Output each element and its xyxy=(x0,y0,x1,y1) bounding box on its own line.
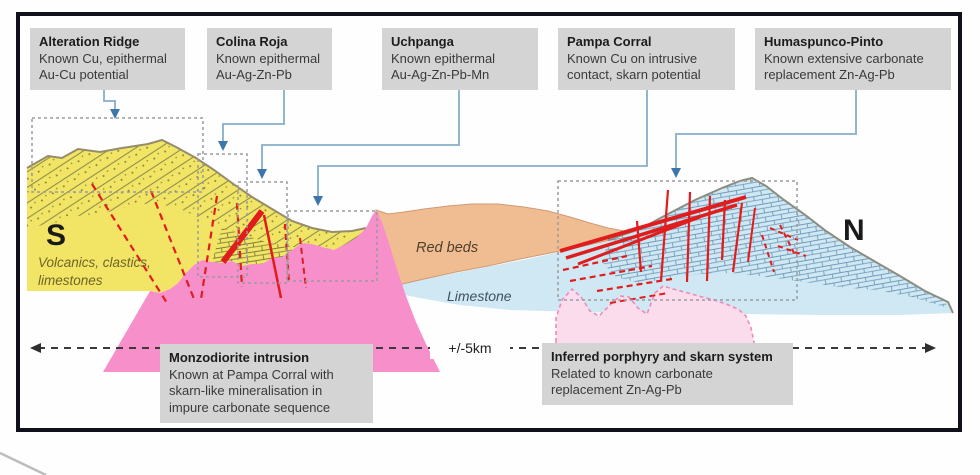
scale-arrow-right-icon xyxy=(925,343,936,353)
callout-line: Known epithermal xyxy=(391,50,496,66)
volcanics-hatch-texture xyxy=(27,140,366,252)
arrow-down-icon xyxy=(313,196,323,206)
callout-title: Pampa Corral xyxy=(567,34,652,49)
callout-line: replacement Zn-Ag-Pb xyxy=(551,382,682,398)
prospect-outline-colina-roja xyxy=(197,153,248,278)
label-north: N xyxy=(843,214,865,247)
south-ridge-surface xyxy=(26,138,367,234)
callout-line: Au-Ag-Zn-Pb-Mn xyxy=(391,67,490,83)
callout-inferred-system: Inferred porphyry and skarn system Relat… xyxy=(542,343,793,405)
callout-line: Known at Pampa Corral with xyxy=(169,366,334,382)
callout-line: Known Cu on intrusive xyxy=(567,50,698,66)
callout-title: Humaspunco-Pinto xyxy=(764,34,884,49)
label-limestone: Limestone xyxy=(447,288,512,304)
connector-arrowheads xyxy=(110,109,681,206)
callout-line: Known extensive carbonate xyxy=(764,50,924,66)
connector-colina-roja xyxy=(222,90,285,144)
label-south: S xyxy=(46,219,66,252)
callout-line: Known Cu, epithermal xyxy=(39,50,167,66)
connector-uchpanga xyxy=(261,90,460,172)
mineralized-veins-north xyxy=(559,189,807,304)
label-volcanics-1: Volcanics, clastics, xyxy=(38,255,151,270)
callout-pampa-corral: Pampa Corral Known Cu on intrusive conta… xyxy=(558,28,735,90)
callout-uchpanga: Uchpanga Known epithermal Au-Ag-Zn-Pb-Mn xyxy=(382,28,538,90)
callout-line: Au-Ag-Zn-Pb xyxy=(216,67,292,83)
prospect-outlines xyxy=(31,117,798,301)
unit-monzodiorite-intrusion xyxy=(103,210,440,372)
callout-title: Inferred porphyry and skarn system xyxy=(551,349,773,364)
callout-line: contact, skarn potential xyxy=(567,67,701,83)
scale-arrow-left-icon xyxy=(30,343,41,353)
prospect-outline-alteration-ridge xyxy=(31,117,204,193)
prospect-outline-uchpanga xyxy=(237,181,288,284)
callout-line: Known epithermal xyxy=(216,50,321,66)
callout-alteration-ridge: Alteration Ridge Known Cu, epithermal Au… xyxy=(30,28,185,90)
callout-line: Related to known carbonate xyxy=(551,365,713,381)
callout-humaspunco-pinto: Humaspunco-Pinto Known extensive carbona… xyxy=(755,28,951,90)
arrow-down-icon xyxy=(671,168,681,178)
connector-humaspunco xyxy=(675,90,857,171)
callout-line: impure carbonate sequence xyxy=(169,399,331,415)
label-volcanics-2: limestones xyxy=(38,273,103,288)
prospect-outline-humaspunco xyxy=(557,180,798,301)
callout-colina-roja: Colina Roja Known epithermal Au-Ag-Zn-Pb xyxy=(207,28,332,90)
label-red-beds: Red beds xyxy=(416,240,478,256)
callout-connectors xyxy=(103,90,857,199)
corner-artifact-line xyxy=(0,451,47,475)
prospect-outline-pampa-corral xyxy=(287,210,378,282)
scale-label: +/-5km xyxy=(448,340,491,356)
callout-line: replacement Zn-Ag-Pb xyxy=(764,67,895,83)
mineralized-veins-south xyxy=(91,183,307,304)
arrow-down-icon xyxy=(110,109,120,119)
arrow-down-icon xyxy=(257,169,267,179)
callout-line: Au-Cu potential xyxy=(39,67,129,83)
arrow-down-icon xyxy=(218,141,228,151)
callout-title: Colina Roja xyxy=(216,34,288,49)
callout-line: skarn-like mineralisation in xyxy=(169,383,323,399)
connector-pampa-corral xyxy=(317,90,648,199)
callout-title: Monzodiorite intrusion xyxy=(169,350,310,365)
north-mountain-surface xyxy=(607,176,954,314)
callout-title: Uchpanga xyxy=(391,34,454,49)
scale-label-bg xyxy=(430,337,510,359)
connector-alteration-ridge xyxy=(103,90,116,112)
callout-monzodiorite: Monzodiorite intrusion Known at Pampa Co… xyxy=(160,344,373,423)
callout-title: Alteration Ridge xyxy=(39,34,140,49)
volcanics-brick-texture xyxy=(212,227,366,266)
